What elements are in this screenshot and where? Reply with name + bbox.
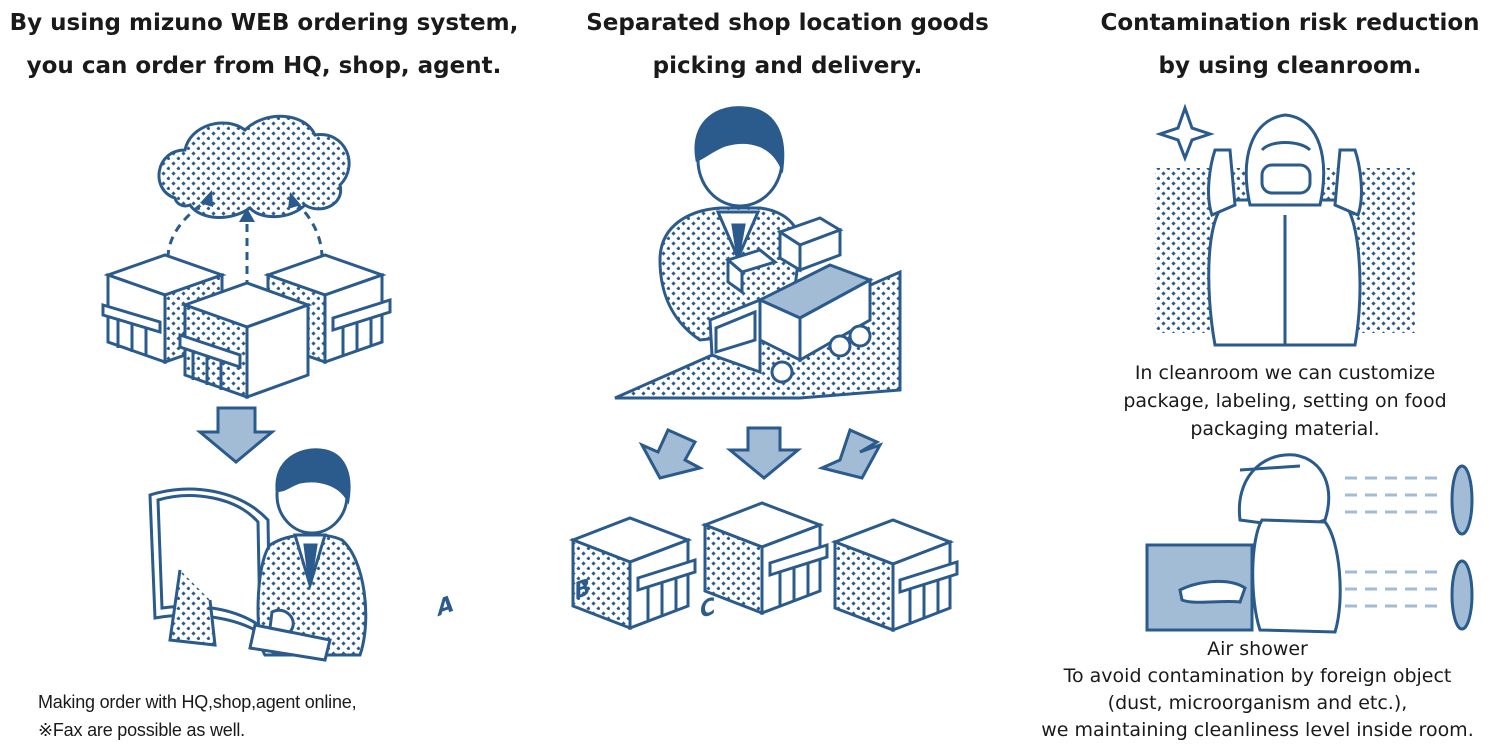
- ordering-note-line-2: ※Fax are possible as well.: [38, 720, 245, 740]
- ordering-heading-line-1: By using mizuno WEB ordering system,: [9, 10, 519, 36]
- air-flow-lines: [1345, 476, 1445, 608]
- truck-icon: [708, 263, 874, 384]
- picking-heading-line-2: picking and delivery.: [652, 53, 923, 79]
- cleanroom-note-line-3: packaging material.: [1190, 418, 1380, 440]
- box-labels: A B C: [437, 573, 715, 625]
- box-label-c: C: [700, 592, 715, 624]
- cleanroom-heading-line-1: Contamination risk reduction: [1100, 10, 1480, 36]
- office-worker-icon: [248, 448, 368, 662]
- shop-building-center: [178, 281, 313, 400]
- airshower-worker-icon: [1145, 453, 1342, 634]
- upload-arrows: [166, 198, 324, 288]
- box-c: [830, 518, 959, 633]
- airshower-note-line-2: To avoid contamination by foreign object: [1063, 665, 1452, 687]
- cleanroom-worker-icon: [1207, 113, 1363, 347]
- monitor-icon: [148, 487, 272, 647]
- cleanroom-heading-line-2: by using cleanroom.: [1158, 53, 1422, 79]
- airshower-note-line-3: (dust, microorganism and etc.),: [1107, 692, 1408, 714]
- airshower-note: Air shower To avoid contamination by for…: [1000, 636, 1503, 744]
- picking-heading-line-1: Separated shop location goods: [586, 10, 989, 36]
- ordering-heading-line-2: you can order from HQ, shop, agent.: [26, 53, 502, 79]
- distribution-arrows: [638, 426, 884, 480]
- ordering-note: Making order with HQ,shop,agent online, …: [38, 688, 357, 744]
- cleanroom-heading: Contamination risk reduction by using cl…: [1040, 2, 1503, 88]
- air-nozzle-icons: [1450, 464, 1474, 631]
- box-label-a: A: [437, 590, 453, 623]
- box-a: [568, 516, 697, 631]
- airshower-note-line-1: Air shower: [1207, 638, 1308, 660]
- sparkle-icon: [1155, 103, 1215, 163]
- picking-heading: Separated shop location goods picking an…: [525, 2, 1050, 88]
- box-b: [700, 501, 829, 616]
- ordering-heading: By using mizuno WEB ordering system, you…: [0, 2, 528, 88]
- airshower-note-line-4: we maintaining cleanliness level inside …: [1041, 719, 1474, 741]
- cleanroom-note-line-2: package, labeling, setting on food: [1123, 390, 1447, 412]
- down-arrow-icon: [195, 406, 277, 464]
- box-label-b: B: [575, 573, 591, 606]
- package-icon: [724, 216, 844, 295]
- cleanroom-note-line-1: In cleanroom we can customize: [1134, 362, 1436, 384]
- ordering-note-line-1: Making order with HQ,shop,agent online,: [38, 692, 357, 712]
- cloud-icon: [157, 114, 351, 219]
- arrow-heads: [200, 190, 301, 222]
- cleanroom-note: In cleanroom we can customize package, l…: [1040, 359, 1503, 443]
